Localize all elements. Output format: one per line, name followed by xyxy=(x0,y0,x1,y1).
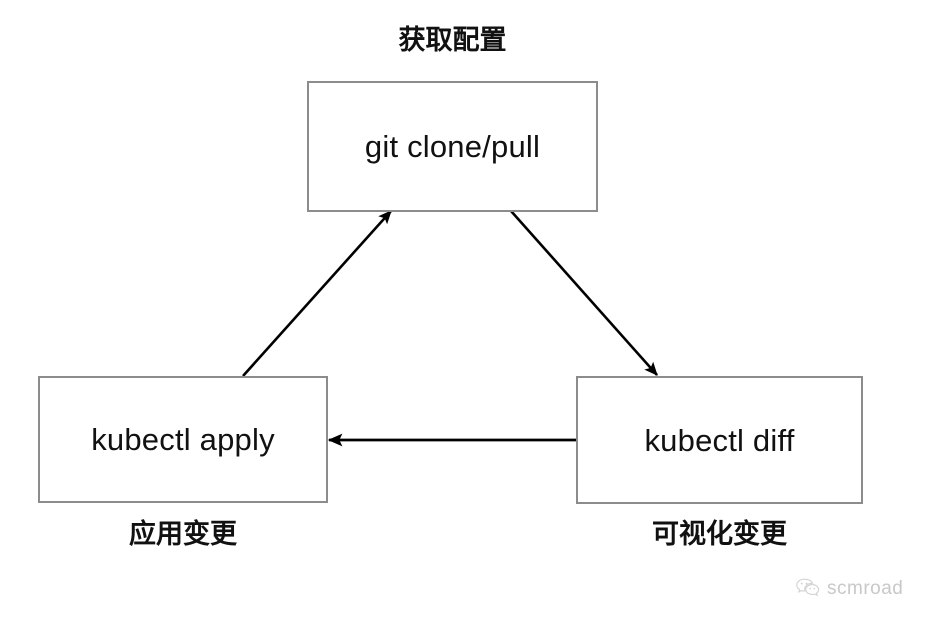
caption-get-config: 获取配置 xyxy=(398,25,507,55)
edge-apply-to-git xyxy=(242,210,392,377)
node-kubectl-diff[interactable]: kubectl diff xyxy=(576,376,863,504)
caption-apply-changes: 应用变更 xyxy=(129,519,237,549)
node-git-clone-pull[interactable]: git clone/pull xyxy=(307,81,598,212)
edge-git-to-diff xyxy=(510,210,658,376)
node-diff-label: kubectl diff xyxy=(644,422,795,458)
node-apply-label: kubectl apply xyxy=(91,422,275,457)
node-git-label: git clone/pull xyxy=(364,129,541,164)
caption-visualize-changes: 可视化变更 xyxy=(652,519,787,549)
node-kubectl-apply[interactable]: kubectl apply xyxy=(38,376,328,503)
wechat-bubble-icon xyxy=(796,578,820,597)
watermark: scmroad xyxy=(796,578,903,599)
watermark-text: scmroad xyxy=(827,578,904,599)
